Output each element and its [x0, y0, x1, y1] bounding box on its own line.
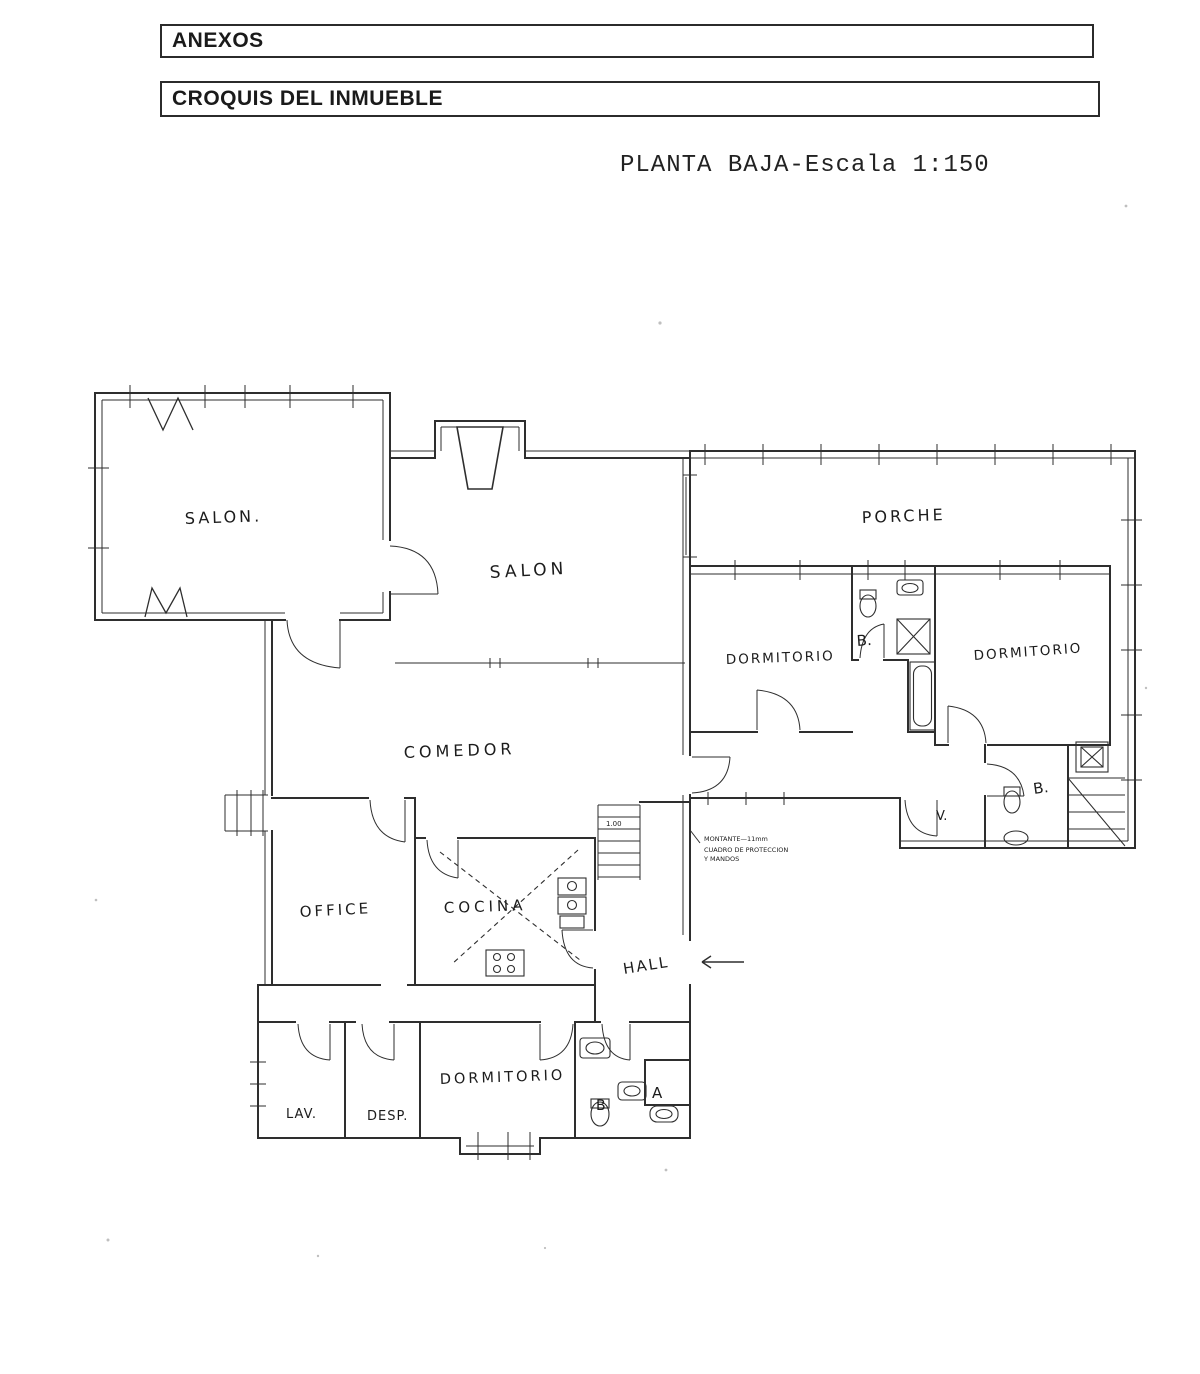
ticks [88, 385, 1142, 1160]
stairs [597, 777, 1126, 880]
toilet-3 [590, 1101, 610, 1127]
inner-center-salon [390, 426, 690, 935]
walls-bottom [257, 1021, 691, 1155]
scan-specks [94, 204, 1148, 1258]
room-label-hall: HALL [622, 953, 671, 978]
walls-center-salon [389, 420, 691, 1139]
zigzag-bottom [144, 586, 188, 618]
toilet-3-tank [590, 1098, 610, 1109]
annotation-cuadro-2: Y MANDOS [703, 855, 739, 863]
annotation-montante: MONTANTE—11mm [704, 835, 768, 843]
bidet-basin [655, 1108, 673, 1120]
room-label-dormitorio-3: DORMITORIO [440, 1068, 566, 1088]
inner-left-salon [101, 399, 384, 614]
header-anexos-box: ANEXOS [160, 24, 1094, 58]
shower-1-x [896, 618, 931, 655]
sink-1-basin [901, 582, 919, 594]
annotation-leader [689, 829, 701, 844]
water-heater-inner [1080, 746, 1104, 768]
kitchen-sink-drain-1 [566, 880, 578, 892]
header-anexos-label: ANEXOS [172, 29, 264, 52]
sink-3a-basin [585, 1041, 605, 1055]
sink-3b-basin [623, 1085, 641, 1097]
room-label-dormitorio-1: DORMITORIO [726, 648, 835, 668]
kitchen-sink-drain-2 [566, 899, 578, 911]
room-label-cocina: COCINA [444, 896, 527, 917]
kitchen-diagonal-1 [439, 851, 581, 961]
bathtub-inner [912, 665, 933, 727]
toilet-1-tank [859, 589, 877, 600]
bathroom-fixtures [579, 579, 1109, 1127]
chimney-trapezoid [456, 426, 504, 490]
door-swings [286, 545, 1025, 1061]
room-label-dormitorio-2: DORMITORIO [973, 640, 1083, 664]
walls-thin [101, 399, 1135, 985]
room-label-vestibulo: V. [936, 809, 947, 824]
room-label-bath-1: B. [856, 631, 872, 650]
bidet [649, 1105, 679, 1123]
room-label-salon-left: SALON. [184, 506, 262, 528]
kitchen-fixtures [439, 849, 587, 977]
kitchen-sink-bottom [557, 896, 587, 915]
tiny-annotations: MONTANTE—11mm CUADRO DE PROTECCION Y MAN… [606, 820, 788, 863]
toilet-2-tank [1003, 786, 1021, 797]
window-ticks [88, 385, 1142, 1160]
stove-burner-3 [492, 964, 502, 974]
room-label-despensa: DESP. [367, 1109, 408, 1124]
sink-2 [1003, 830, 1029, 846]
header-croquis-label: CROQUIS DEL INMUEBLE [172, 87, 443, 110]
room-label-lavadero: LAV. [286, 1107, 317, 1122]
stove [485, 949, 525, 977]
stairs-main [597, 804, 641, 880]
zigzag-marks [144, 396, 194, 618]
toilet-2 [1003, 790, 1021, 814]
stove-burner-2 [506, 952, 516, 962]
kitchen-counter-unit [559, 915, 585, 929]
room-label-salon-center: SALON [489, 559, 568, 583]
stove-burner-4 [506, 964, 516, 974]
water-heater-x [1080, 746, 1104, 768]
room-label-armario: A [652, 1084, 663, 1102]
entrance-arrow [689, 829, 744, 969]
arrow [701, 955, 744, 969]
room-label-bath-3: B [596, 1098, 606, 1114]
zigzag-top [147, 396, 194, 432]
annotation-cuadro-1: CUADRO DE PROTECCION [704, 846, 788, 854]
room-label-bath-2: B. [1032, 778, 1049, 798]
header-croquis-box: CROQUIS DEL INMUEBLE [160, 81, 1100, 117]
water-heater [1075, 741, 1109, 773]
room-labels: SALON. SALON PORCHE DORMITORIO B. DORMIT… [184, 505, 1082, 1124]
steps-bottom-right [1067, 777, 1126, 847]
toilet-1 [859, 594, 877, 618]
sink-3a [579, 1037, 611, 1059]
shower-1 [896, 618, 931, 655]
door-arcs [286, 545, 1025, 1061]
walls-middle [257, 619, 691, 1139]
plan-title: PLANTA BAJA-Escala 1:150 [620, 152, 990, 179]
annotation-stair-dimension: 1.00 [606, 820, 622, 828]
bathtub [909, 661, 936, 731]
room-label-comedor: COMEDOR [403, 739, 515, 762]
salon-comedor-beam [395, 658, 685, 668]
sink-1 [896, 579, 924, 596]
walls-bedroom-wing [689, 565, 1111, 849]
kitchen-diagonal-2 [451, 849, 579, 965]
room-label-porche: PORCHE [861, 505, 945, 527]
room-label-office: OFFICE [299, 899, 371, 921]
stove-burner-1 [492, 952, 502, 962]
sink-3b [617, 1081, 647, 1101]
walls-left-salon [94, 392, 391, 621]
kitchen-sink-top [557, 877, 587, 896]
